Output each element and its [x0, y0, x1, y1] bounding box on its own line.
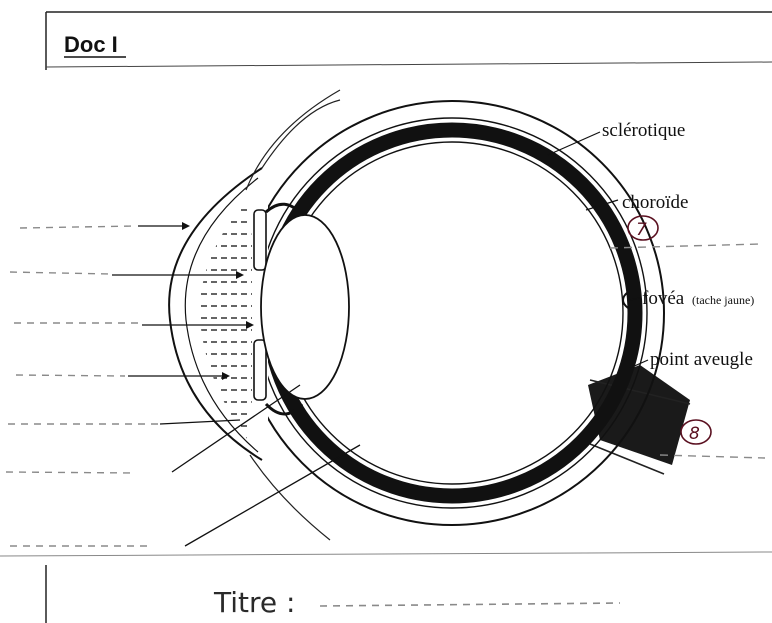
- label-choroide: choroïde: [622, 192, 688, 213]
- svg-text:8: 8: [689, 424, 700, 444]
- sclera-top-curve2: [262, 100, 340, 168]
- svg-text:7: 7: [636, 220, 647, 240]
- label-fovea: fovéa: [642, 288, 685, 309]
- footer-titre-answer-line: [320, 603, 620, 606]
- answer-line-8: [660, 455, 765, 458]
- leader-sclerotique: [548, 132, 600, 155]
- label-point-aveugle: point aveugle: [650, 349, 753, 370]
- footer-titre: Titre :: [213, 586, 295, 619]
- label-sclerotique: sclérotique: [602, 120, 685, 141]
- doc-title: Doc I: [64, 32, 118, 57]
- marker-8: 8: [681, 420, 711, 444]
- frame-bottom-line: [0, 552, 772, 556]
- frame-divider-line: [46, 62, 772, 67]
- marker-7: 7: [628, 216, 658, 240]
- crystalline-lens: [261, 215, 349, 399]
- answer-line-7: [610, 244, 760, 248]
- label-fovea-note: (tache jaune): [692, 293, 754, 307]
